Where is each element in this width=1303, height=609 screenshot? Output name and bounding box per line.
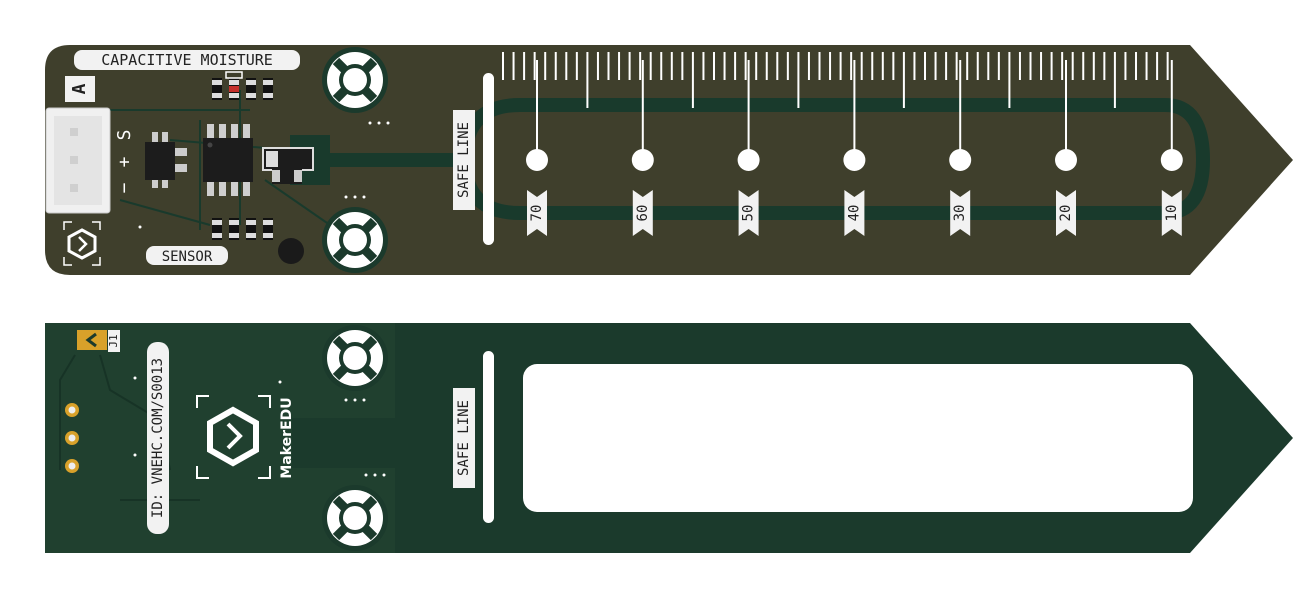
scale-marker-label: 20 [1058,205,1074,222]
sensor-label: SENSOR [162,249,213,265]
blank-label-area [523,364,1193,512]
scale-marker-tag [844,190,865,236]
title-label: CAPACITIVE MOISTURE [101,51,273,69]
scale-marker-tag [527,190,547,236]
scale-marker: 70 [526,60,548,236]
scale-markers: 70 60 50 40 30 20 10 [526,60,1183,236]
scale-marker: 30 [949,60,972,236]
front-safe-line-label-bg [453,110,475,210]
scale-marker-label: 60 [635,205,651,222]
id-label: ID: VNEHC.COM/S0013 [150,358,166,518]
back-dots [133,376,386,477]
scale-marker-dot [631,149,654,171]
back-logo-icon [196,395,271,479]
j1-jumper-pad [77,330,107,350]
scale-marker-tag [1056,190,1076,236]
scale-marker-label: 10 [1164,205,1180,222]
back-probe-neck [292,418,402,468]
back-safe-line [483,351,494,523]
sensor-label-bg [146,246,228,265]
back-mount-hole-top [322,325,388,391]
scale-marker: 10 [1160,60,1183,236]
scale-marker-dot [843,149,866,171]
j1-label: J1 [107,334,120,347]
scale-marker-tag [738,190,759,236]
scale-marker-dot [526,149,548,171]
revision-badge [65,76,95,102]
back-mount-hole-bottom [322,485,388,551]
back-board: J1 ID: VNEHC.COM/S0013 MakerEDU [45,323,1293,553]
j1-chevron-icon [85,332,97,348]
header-pins [65,403,79,473]
scale-marker: 40 [843,60,866,236]
back-safe-line-label: SAFE LINE [456,400,472,476]
j1-label-bg [108,330,120,352]
scale-marker-label: 70 [529,205,545,222]
scale-marker: 20 [1055,60,1077,236]
scale-marker-label: 30 [952,205,968,222]
pin-label-signal: S [114,130,135,141]
brand-text: MakerEDU [279,397,295,478]
front-dots [138,121,390,229]
pin-label-vcc: + [114,156,135,167]
front-mount-hole-bottom [322,207,388,273]
front-via-large [278,238,304,264]
scale-marker-label: 50 [741,205,757,222]
back-safe-line-label-bg [453,388,475,488]
scale-marker-tag [1161,190,1182,236]
scale-marker-dot [1160,149,1183,171]
jst-connector [45,107,111,214]
smd-components [145,71,314,240]
front-board: CAPACITIVE MOISTURE A S + − SENSOR [45,45,1293,275]
title-label-bg [74,50,300,70]
scale-marker: 60 [631,60,654,236]
scale-marker-dot [1055,149,1077,171]
front-mount-hole-top [322,47,388,113]
pin-label-gnd: − [114,182,135,193]
id-label-bg [147,342,169,534]
scale-marker-tag [950,190,971,236]
revision-text: A [69,83,90,94]
scale-marker-dot [949,149,972,171]
scale-marker-dot [737,149,760,171]
ruler-ticks [502,52,1169,108]
scale-marker: 50 [737,60,760,236]
front-safe-line [483,73,494,245]
scale-marker-tag [632,190,653,236]
front-safe-line-label: SAFE LINE [456,122,472,198]
makeredu-logo-icon [63,221,101,266]
scale-marker-label: 40 [846,205,862,222]
